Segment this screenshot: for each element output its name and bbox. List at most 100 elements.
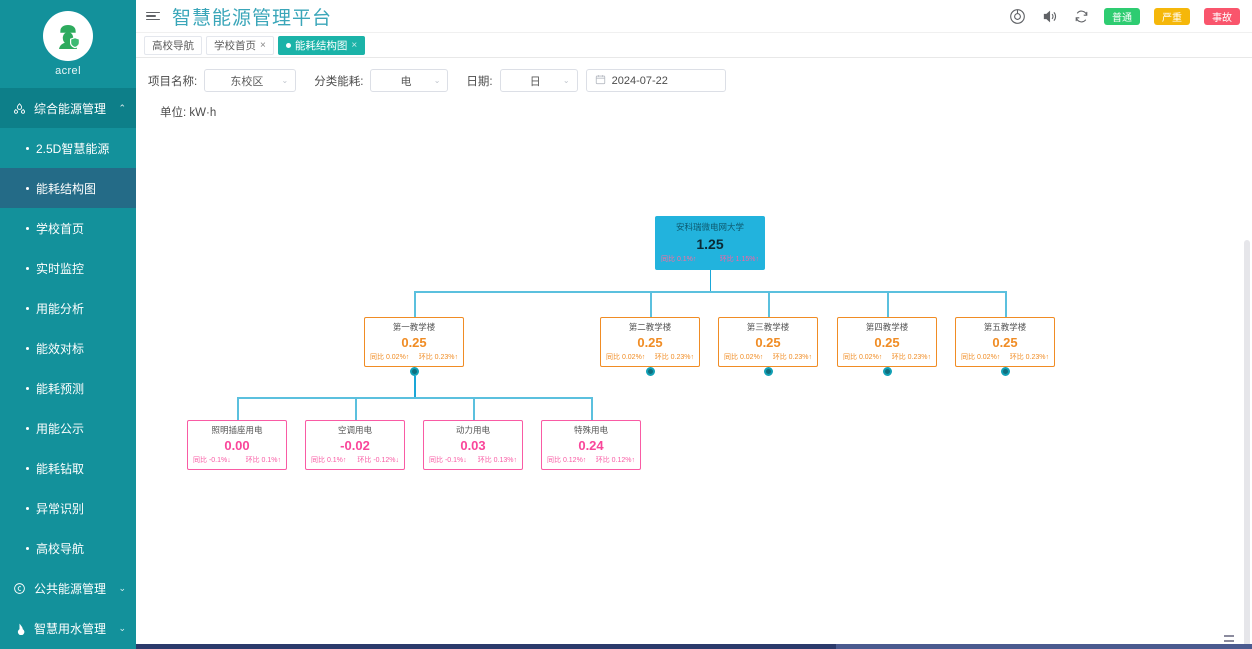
energy-icon	[12, 101, 27, 116]
bullet-icon	[26, 386, 29, 390]
close-icon[interactable]: ×	[260, 39, 266, 51]
sidebar-item-energy-forecast[interactable]: 能耗预测	[0, 368, 136, 408]
close-icon[interactable]: ×	[351, 39, 358, 51]
node-value: 0.24	[578, 438, 604, 454]
node-mom: 环比 0.12%↑	[595, 457, 635, 465]
status-badge-normal[interactable]: 普通	[1104, 7, 1140, 25]
tree-node-level3[interactable]: 空调用电 -0.02 同比 0.1%↑ 环比 -0.12%↓	[305, 420, 405, 470]
tree-expander-3[interactable]	[764, 367, 773, 376]
sound-icon[interactable]	[1040, 7, 1058, 25]
project-select[interactable]: 东校区 ⌄	[204, 69, 297, 92]
tree-expander-5[interactable]	[1001, 367, 1010, 376]
chevron-down-icon: ⌄	[118, 622, 126, 633]
date-filter-label: 日期:	[466, 75, 493, 88]
node-yoy: 同比 0.1%↑	[661, 255, 697, 263]
status-badge-severe[interactable]: 严重	[1154, 7, 1190, 25]
tree-node-level3[interactable]: 动力用电 0.03 同比 -0.1%↓ 环比 0.13%↑	[423, 420, 523, 470]
sidebar-logo: acrel	[0, 0, 136, 88]
water-drop-icon	[12, 621, 27, 636]
sidebar-item-energy-analysis[interactable]: 用能分析	[0, 288, 136, 328]
sidebar-item-energy-drilldown[interactable]: 能耗钻取	[0, 448, 136, 488]
node-mom: 环比 0.1%↑	[245, 457, 281, 465]
node-mom: 环比 -0.12%↓	[357, 457, 399, 465]
node-mom: 环比 0.13%↑	[477, 457, 517, 465]
node-mom: 环比 0.23%↑	[772, 354, 812, 362]
helmet-shield-icon	[43, 11, 93, 61]
sidebar-item-energy-structure[interactable]: 能耗结构图	[0, 168, 136, 208]
chevron-down-icon: ⌄	[281, 76, 289, 85]
tree-expander-1[interactable]	[410, 367, 419, 376]
date-picker[interactable]: 2024-07-22	[585, 69, 726, 92]
node-name: 第三教学楼	[746, 321, 790, 332]
sidebar-group-label: 公共能源管理	[34, 581, 107, 596]
tree-node-level2[interactable]: 第二教学楼 0.25 同比 0.02%↑ 环比 0.23%↑	[600, 317, 700, 367]
tree-edge	[237, 397, 239, 420]
tree-node-level3[interactable]: 特殊用电 0.24 同比 0.12%↑ 环比 0.12%↑	[541, 420, 641, 470]
tree-edge	[414, 291, 1006, 293]
node-value: -0.02	[340, 438, 370, 454]
tab-energy-structure[interactable]: 能耗结构图 ×	[277, 35, 366, 55]
sidebar-logo-label: acrel	[55, 65, 81, 77]
sidebar-group-public-energy[interactable]: 公共能源管理 ⌄	[0, 568, 136, 608]
sidebar-item-campus-navigation[interactable]: 高校导航	[0, 528, 136, 568]
node-mom: 环比 0.23%↑	[654, 354, 694, 362]
sidebar-group-label: 智慧用水管理	[34, 621, 107, 636]
tab-school-home[interactable]: 学校首页 ×	[206, 35, 274, 55]
tree-edge	[887, 291, 889, 317]
tree-node-level2[interactable]: 第四教学楼 0.25 同比 0.02%↑ 环比 0.23%↑	[837, 317, 937, 367]
node-mom: 环比 1.15%↑	[719, 255, 759, 263]
node-name: 空调用电	[337, 424, 372, 435]
tree-edge	[768, 291, 770, 317]
sidebar-item-label: 实时监控	[36, 261, 85, 276]
header-actions: 普通 严重 事故	[1008, 7, 1240, 25]
tree-edge	[591, 397, 593, 420]
date-type-value: 日	[529, 75, 541, 88]
node-yoy: 同比 0.12%↑	[547, 457, 587, 465]
vertical-scrollbar[interactable]	[1244, 240, 1250, 649]
sidebar-item-anomaly-detection[interactable]: 异常识别	[0, 488, 136, 528]
tree-expander-4[interactable]	[883, 367, 892, 376]
node-value: 0.25	[755, 335, 781, 351]
record-icon[interactable]	[1008, 7, 1026, 25]
sidebar-item-label: 用能分析	[36, 301, 85, 316]
tree-node-root[interactable]: 安科瑞微电网大学 1.25 同比 0.1%↑ 环比 1.15%↑	[655, 216, 765, 270]
sidebar-item-2-5d-smart-energy[interactable]: 2.5D智慧能源	[0, 128, 136, 168]
node-name: 第四教学楼	[865, 321, 909, 332]
tree-edge	[414, 376, 416, 398]
sidebar-item-efficiency-benchmark[interactable]: 能效对标	[0, 328, 136, 368]
tab-label: 能耗结构图	[294, 39, 348, 52]
tree-expander-2[interactable]	[646, 367, 655, 376]
date-type-select[interactable]: 日 ⌄	[499, 69, 578, 92]
category-select[interactable]: 电 ⌄	[370, 69, 449, 92]
calendar-icon	[595, 74, 606, 88]
chevron-down-icon: ⌄	[118, 582, 126, 593]
tree-node-level2[interactable]: 第五教学楼 0.25 同比 0.02%↑ 环比 0.23%↑	[955, 317, 1055, 367]
status-badge-accident[interactable]: 事故	[1204, 7, 1240, 25]
tree-node-level2[interactable]: 第三教学楼 0.25 同比 0.02%↑ 环比 0.23%↑	[718, 317, 818, 367]
tab-campus-navigation[interactable]: 高校导航	[144, 35, 202, 55]
refresh-icon[interactable]	[1072, 7, 1090, 25]
sidebar-item-realtime-monitor[interactable]: 实时监控	[0, 248, 136, 288]
sidebar-item-school-home[interactable]: 学校首页	[0, 208, 136, 248]
scrollbar-thumb[interactable]	[836, 644, 1252, 649]
node-name: 第五教学楼	[983, 321, 1027, 332]
sidebar-menu: 综合能源管理 ⌃ 2.5D智慧能源 能耗结构图 学校首页 实时监控 用能	[0, 88, 136, 649]
node-name: 特殊用电	[573, 424, 608, 435]
energy-structure-tree: 安科瑞微电网大学 1.25 同比 0.1%↑ 环比 1.15%↑ 第一教学楼 0…	[136, 120, 1252, 649]
sidebar-group-smart-water[interactable]: 智慧用水管理 ⌄	[0, 608, 136, 648]
node-mom: 环比 0.23%↑	[1009, 354, 1049, 362]
bullet-icon	[26, 306, 29, 310]
hamburger-icon[interactable]	[146, 9, 162, 23]
horizontal-scrollbar[interactable]	[136, 644, 1252, 649]
active-dot-icon	[285, 42, 291, 48]
tree-node-level3[interactable]: 照明插座用电 0.00 同比 -0.1%↓ 环比 0.1%↑	[187, 420, 287, 470]
sidebar-item-energy-publicity[interactable]: 用能公示	[0, 408, 136, 448]
node-value: 0.25	[401, 335, 427, 351]
tree-node-level2[interactable]: 第一教学楼 0.25 同比 0.02%↑ 环比 0.23%↑	[364, 317, 464, 367]
node-yoy: 同比 0.02%↑	[724, 354, 764, 362]
bullet-icon	[26, 266, 29, 270]
sidebar-item-label: 能耗预测	[36, 381, 85, 396]
sidebar-item-label: 2.5D智慧能源	[36, 141, 110, 156]
sidebar-group-comprehensive-energy[interactable]: 综合能源管理 ⌃	[0, 88, 136, 128]
node-yoy: 同比 0.1%↑	[311, 457, 347, 465]
